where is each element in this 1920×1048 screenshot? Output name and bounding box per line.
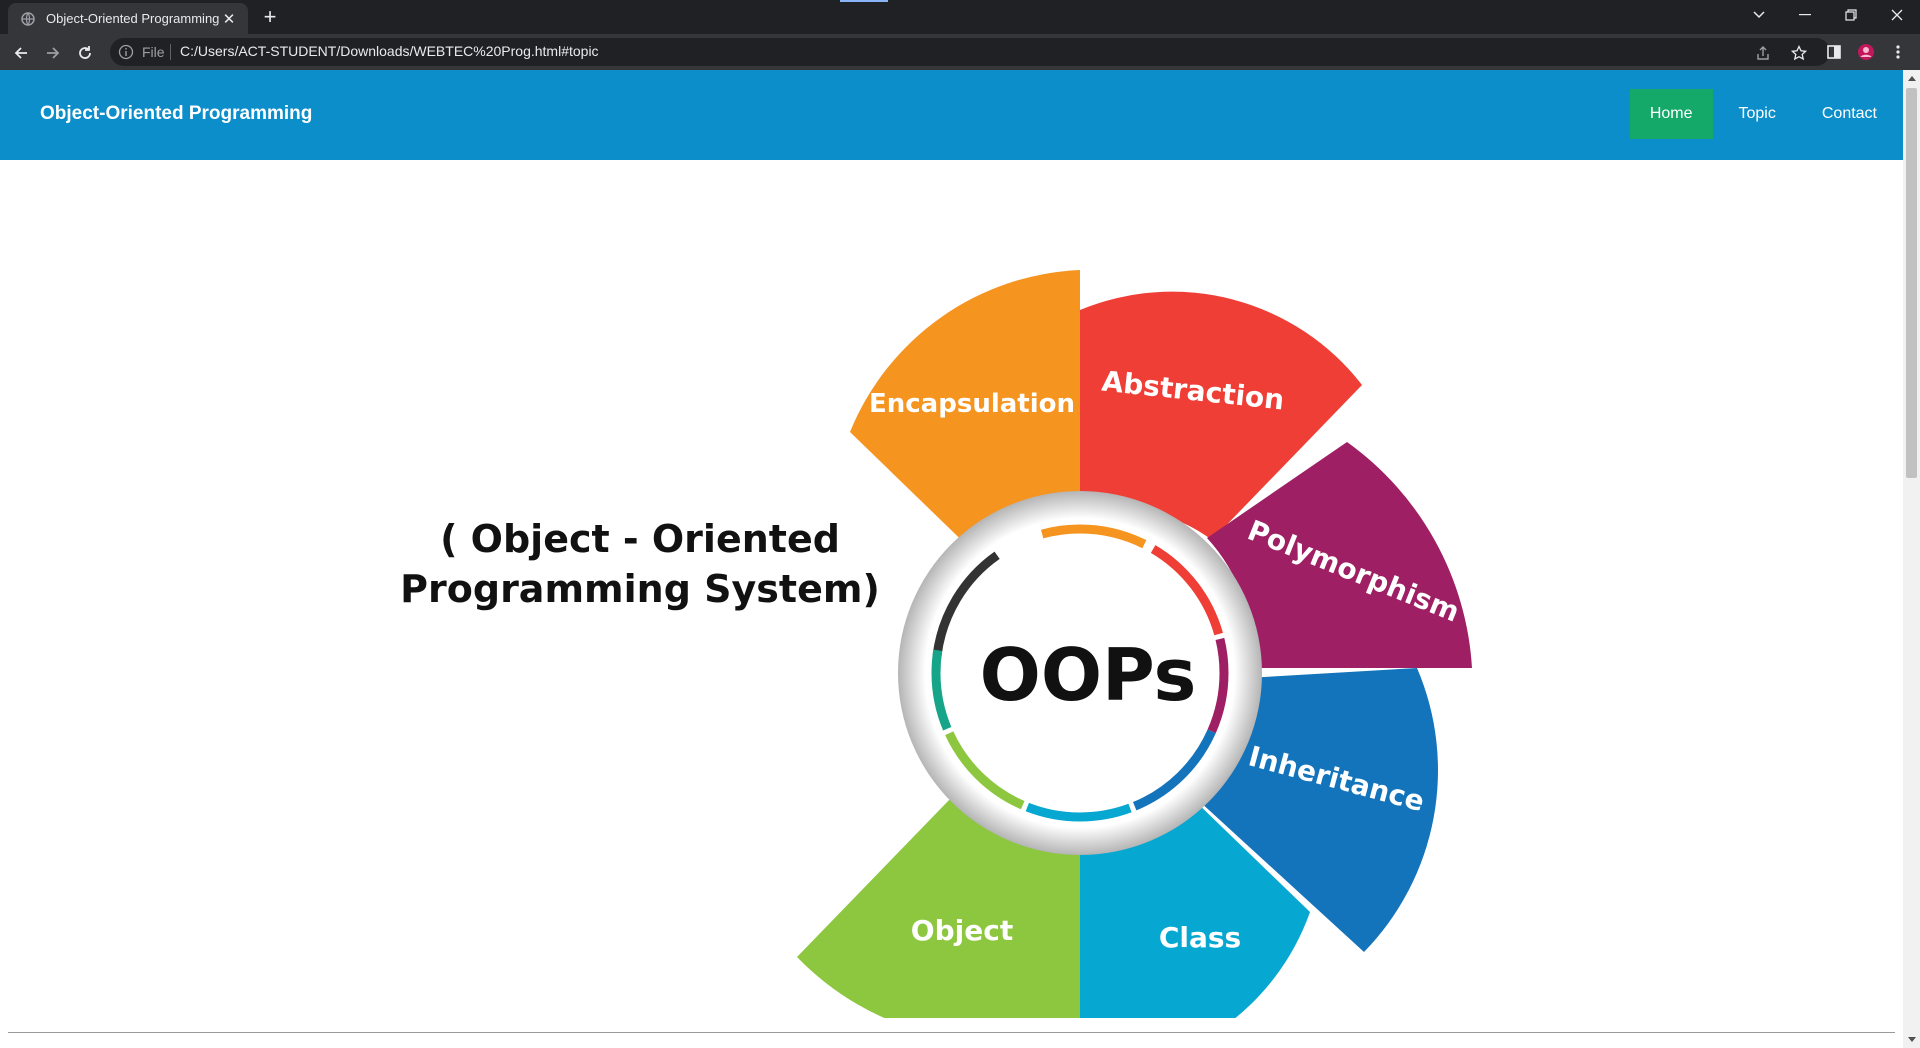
close-icon (1891, 9, 1903, 21)
encapsulation-label: Encapsulation (869, 389, 1075, 419)
share-icon[interactable] (1754, 44, 1772, 62)
inheritance-segment (1198, 668, 1438, 952)
side-panel-icon[interactable] (1824, 42, 1844, 62)
scroll-down-arrow-icon[interactable] (1903, 1031, 1920, 1048)
site-header: Object-Oriented Programming Home Topic C… (0, 70, 1903, 160)
address-url[interactable]: C:/Users/ACT-STUDENT/Downloads/WEBTEC%20… (180, 43, 599, 59)
forward-button[interactable] (40, 40, 66, 66)
main-nav: Home Topic Contact (1629, 89, 1903, 139)
reload-button[interactable] (72, 40, 98, 66)
abstraction-segment (1080, 291, 1362, 540)
arrow-right-icon (47, 47, 60, 59)
browser-tab[interactable]: Object-Oriented Programming ✕ (8, 3, 248, 34)
chevron-down-icon (1753, 11, 1765, 19)
oops-wheel-graphic: OOPs Encapsulation Abstraction Polymorph… (797, 270, 1472, 1018)
side-caption-line-2: Programming System) (400, 567, 880, 611)
back-button[interactable] (8, 40, 34, 66)
site-brand[interactable]: Object-Oriented Programming (40, 103, 313, 124)
nav-contact-link[interactable]: Contact (1821, 105, 1877, 122)
profile-avatar-icon[interactable] (1856, 42, 1876, 62)
oops-side-caption: ( Object - Oriented Programming System) (400, 517, 880, 611)
scheme-label: File (142, 44, 165, 60)
arrow-left-icon (14, 47, 27, 59)
class-segment (1080, 800, 1310, 1018)
object-segment (797, 797, 1080, 1018)
reload-icon (79, 46, 91, 59)
nav-home-link[interactable]: Home (1629, 89, 1713, 139)
page-scrollbar[interactable] (1903, 70, 1920, 1048)
address-divider (170, 44, 171, 60)
browser-tab-strip: Object-Oriented Programming ✕ + (0, 0, 1920, 34)
oops-center-text: OOPs (980, 633, 1197, 717)
minimize-button[interactable] (1782, 0, 1828, 30)
tab-title: Object-Oriented Programming (46, 11, 220, 26)
site-info-icon[interactable] (118, 44, 134, 60)
minimize-icon (1799, 14, 1811, 16)
object-label: Object (911, 914, 1013, 947)
encapsulation-segment (850, 270, 1080, 560)
side-caption-line-1: ( Object - Oriented (440, 517, 840, 561)
bookmark-star-icon[interactable] (1790, 44, 1808, 62)
tab-close-icon[interactable]: ✕ (222, 10, 236, 28)
address-bar[interactable]: File C:/Users/ACT-STUDENT/Downloads/WEBT… (110, 38, 1830, 66)
more-menu-icon[interactable] (1888, 42, 1908, 62)
restore-icon (1845, 9, 1857, 21)
page-viewport: Object-Oriented Programming Home Topic C… (0, 70, 1903, 1048)
browser-toolbar: File C:/Users/ACT-STUDENT/Downloads/WEBT… (0, 34, 1920, 70)
scroll-up-arrow-icon[interactable] (1903, 70, 1920, 87)
restore-button[interactable] (1828, 0, 1874, 30)
close-window-button[interactable] (1874, 0, 1920, 30)
class-label: Class (1159, 921, 1241, 954)
tab-search-button[interactable] (1736, 0, 1782, 30)
polymorphism-segment (1207, 442, 1472, 668)
new-tab-button[interactable]: + (263, 4, 277, 29)
globe-icon (20, 11, 36, 27)
oops-hero-image: OOPs Encapsulation Abstraction Polymorph… (642, 160, 1502, 1018)
tab-loading-indicator (840, 0, 888, 2)
page-divider (8, 1032, 1895, 1033)
scroll-thumb[interactable] (1906, 88, 1917, 478)
nav-topic-link[interactable]: Topic (1738, 105, 1776, 122)
